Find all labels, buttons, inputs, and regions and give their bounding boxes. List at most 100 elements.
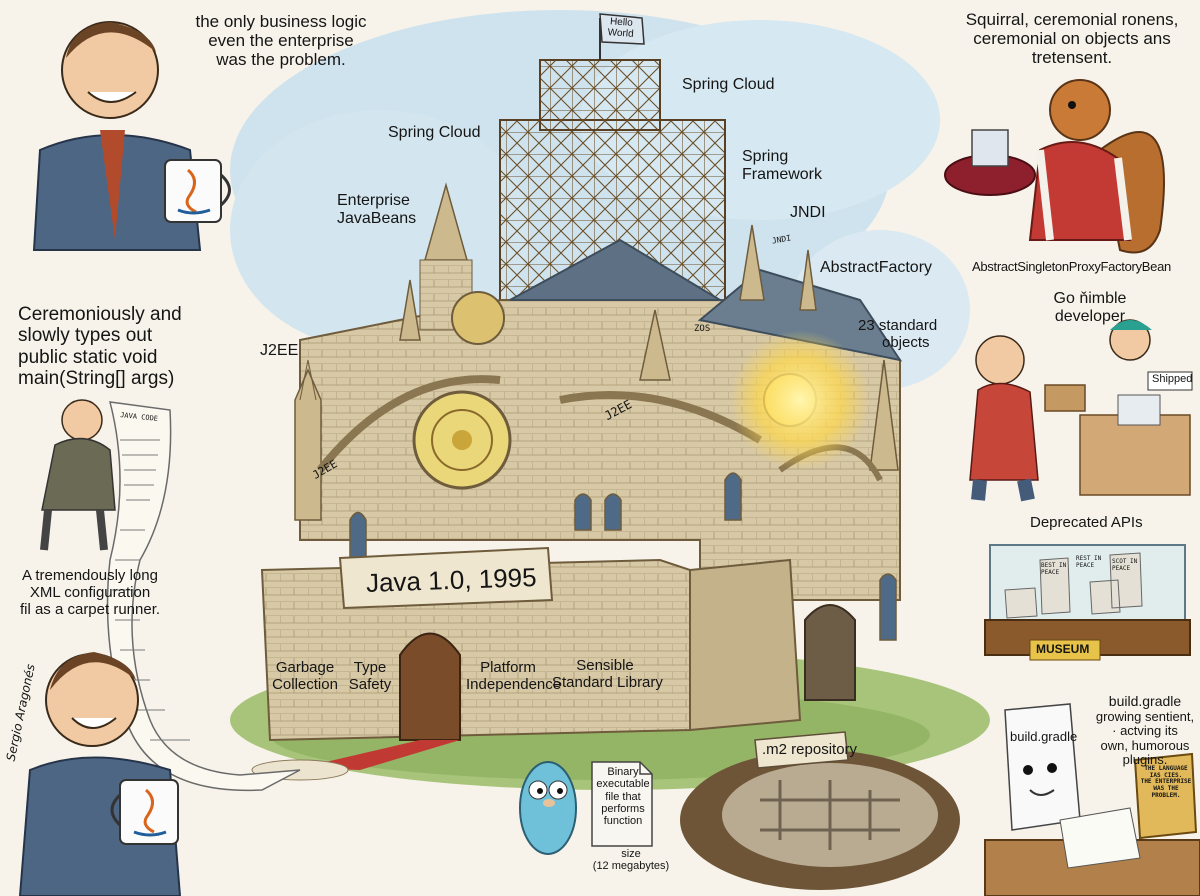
pillar-line: Collection — [272, 675, 338, 693]
pillar-line: Type — [353, 659, 387, 676]
callout-line: JavaBeans — [337, 209, 417, 227]
businessman-bottom — [18, 652, 182, 896]
caption-line: slowly types out — [18, 325, 153, 347]
speech-line: the only business logic — [195, 12, 367, 31]
note-line: Binary — [607, 766, 639, 778]
front-door — [399, 632, 461, 741]
plaque-line: THE ENTERPRISE — [1140, 778, 1192, 786]
java-banner — [338, 546, 554, 610]
caption-line: public static void — [18, 346, 158, 368]
caption-line: · actving its — [1112, 723, 1178, 739]
businessman-top — [32, 21, 231, 251]
caption-gradle: build.gradle growing sentient, · actving… — [1090, 693, 1200, 768]
caption-line: plugins. — [1122, 752, 1168, 768]
pillar-line: Safety — [348, 675, 392, 693]
caption-line: tretensent. — [1031, 48, 1113, 68]
pillar-sensible-standard-library: Sensible Standard Library — [552, 657, 663, 692]
size-line: (12 megabytes) — [592, 860, 670, 873]
pillar-line: Independence — [466, 675, 562, 693]
caption-line: Squirral, ceremonial ronens, — [965, 10, 1179, 29]
callout-j2ee: J2EE — [260, 342, 299, 359]
caption-line: own, humorous — [1100, 737, 1190, 753]
spires — [294, 182, 899, 521]
speech-line: was the problem. — [216, 50, 346, 70]
callout-abstract-factory: AbstractFactory — [820, 259, 933, 276]
binary-file-icon — [591, 761, 653, 847]
caption-squirrel: Squirral, ceremonial ronens, ceremonial … — [946, 10, 1198, 67]
coffee-mug-icon — [164, 159, 231, 223]
pillar-line: Sensible — [576, 657, 634, 674]
pillar-line: Platform — [480, 659, 536, 676]
callout-spring-cloud-top: Spring Cloud — [682, 76, 775, 93]
caption-line: ceremonial on objects ans — [973, 29, 1171, 49]
enterprise-plaque: THE LANGUAGE IAS CIES. THE ENTERPRISE WA… — [1138, 765, 1194, 800]
pillar-line: Standard Library — [552, 673, 663, 691]
binary-file-note: Binary executable file that performs fun… — [592, 766, 654, 828]
plaque-line: THE LANGUAGE — [1144, 765, 1188, 772]
caption-line: developer — [1054, 307, 1126, 325]
coffee-mug-icon-2 — [110, 779, 179, 845]
callout-spring-cloud-left: Spring Cloud — [388, 124, 481, 141]
plaque-line: WAS THE — [1153, 785, 1179, 793]
bean-cube-icon — [971, 129, 1009, 167]
speech-bubble-top: the only business logic even the enterpr… — [186, 12, 376, 69]
shipped-label: Shipped — [1152, 373, 1193, 385]
callout-line: Enterprise — [337, 192, 410, 209]
old-man-typing — [40, 399, 116, 551]
carved-label: ZOS — [694, 324, 711, 334]
caption-line: Ceremoniously and — [18, 304, 182, 325]
gradle-scene — [984, 703, 1200, 896]
callout-line: Framework — [742, 165, 823, 183]
note-line: executable — [596, 778, 650, 791]
pillar-garbage-collection: Garbage Collection — [270, 659, 340, 694]
pillar-line: Garbage — [275, 659, 335, 676]
cathedral — [251, 13, 903, 781]
tombstone: REST IN PEACE — [1076, 555, 1102, 569]
gradle-paper-label: build.gradle — [1010, 729, 1078, 744]
caption-line: build.gradle — [1108, 693, 1182, 709]
nimble-developer-scene — [969, 319, 1193, 502]
go-gopher — [519, 761, 577, 855]
caption-line: A tremendously long — [22, 567, 158, 584]
callout-spring-framework: Spring Framework — [742, 148, 822, 184]
callout-jndi: JNDI — [790, 204, 826, 221]
note-line: function — [603, 815, 643, 828]
callout-standard-objects: 23 standard objects — [858, 317, 938, 352]
callout-line: 23 standard — [858, 317, 938, 334]
hello-world-flag — [599, 13, 645, 45]
deprecated-apis-title: Deprecated APIs — [1030, 514, 1143, 531]
pillar-type-safety: Type Safety — [342, 659, 398, 694]
caption-line: Go ňimble — [1053, 290, 1127, 307]
bean-label: AbstractSingletonProxyFactoryBean — [972, 259, 1171, 274]
size-line: size — [621, 848, 641, 860]
callout-line: objects — [882, 333, 930, 351]
m2-repository-label: .m2 repository — [762, 741, 858, 758]
caption-line: main(String[] args) — [18, 367, 175, 389]
caption-line: growing sentient, — [1095, 708, 1195, 724]
caption-ceremonious-typing: Ceremoniously and slowly types out publi… — [18, 304, 182, 389]
note-line: file that — [605, 790, 641, 803]
scroll-runner — [106, 401, 301, 792]
binary-size: size (12 megabytes) — [576, 848, 686, 873]
speech-line: even the enterprise — [208, 31, 354, 51]
squirrel-king — [944, 79, 1165, 254]
tombstone: BEST IN PEACE — [1041, 562, 1067, 576]
caption-xml-runner: A tremendously long XML configuration fi… — [10, 567, 170, 618]
abstract-factory-glow — [730, 330, 870, 470]
tombstone: SCOT IN PEACE — [1112, 558, 1138, 572]
museum-case — [984, 544, 1191, 661]
caption-line: fil as a carpet runner. — [19, 600, 161, 618]
plaque-line: PROBLEM. — [1151, 791, 1181, 799]
banner-title: Java 1.0, 1995 — [365, 562, 538, 598]
pillar-platform-independence: Platform Independence — [466, 659, 562, 694]
note-line: performs — [601, 802, 645, 815]
m2-repository-pit — [680, 731, 960, 890]
callout-enterprise-javabeans: Enterprise JavaBeans — [337, 192, 416, 228]
museum-label: MUSEUM — [1036, 642, 1090, 656]
callout-line: Spring — [742, 148, 789, 165]
caption-line: XML configuration — [29, 583, 151, 601]
caption-nimble-developer: Go ňimble developer — [1040, 290, 1140, 326]
flag-text: Hello World — [597, 15, 644, 41]
plaque-line: IAS CIES. — [1149, 771, 1183, 779]
